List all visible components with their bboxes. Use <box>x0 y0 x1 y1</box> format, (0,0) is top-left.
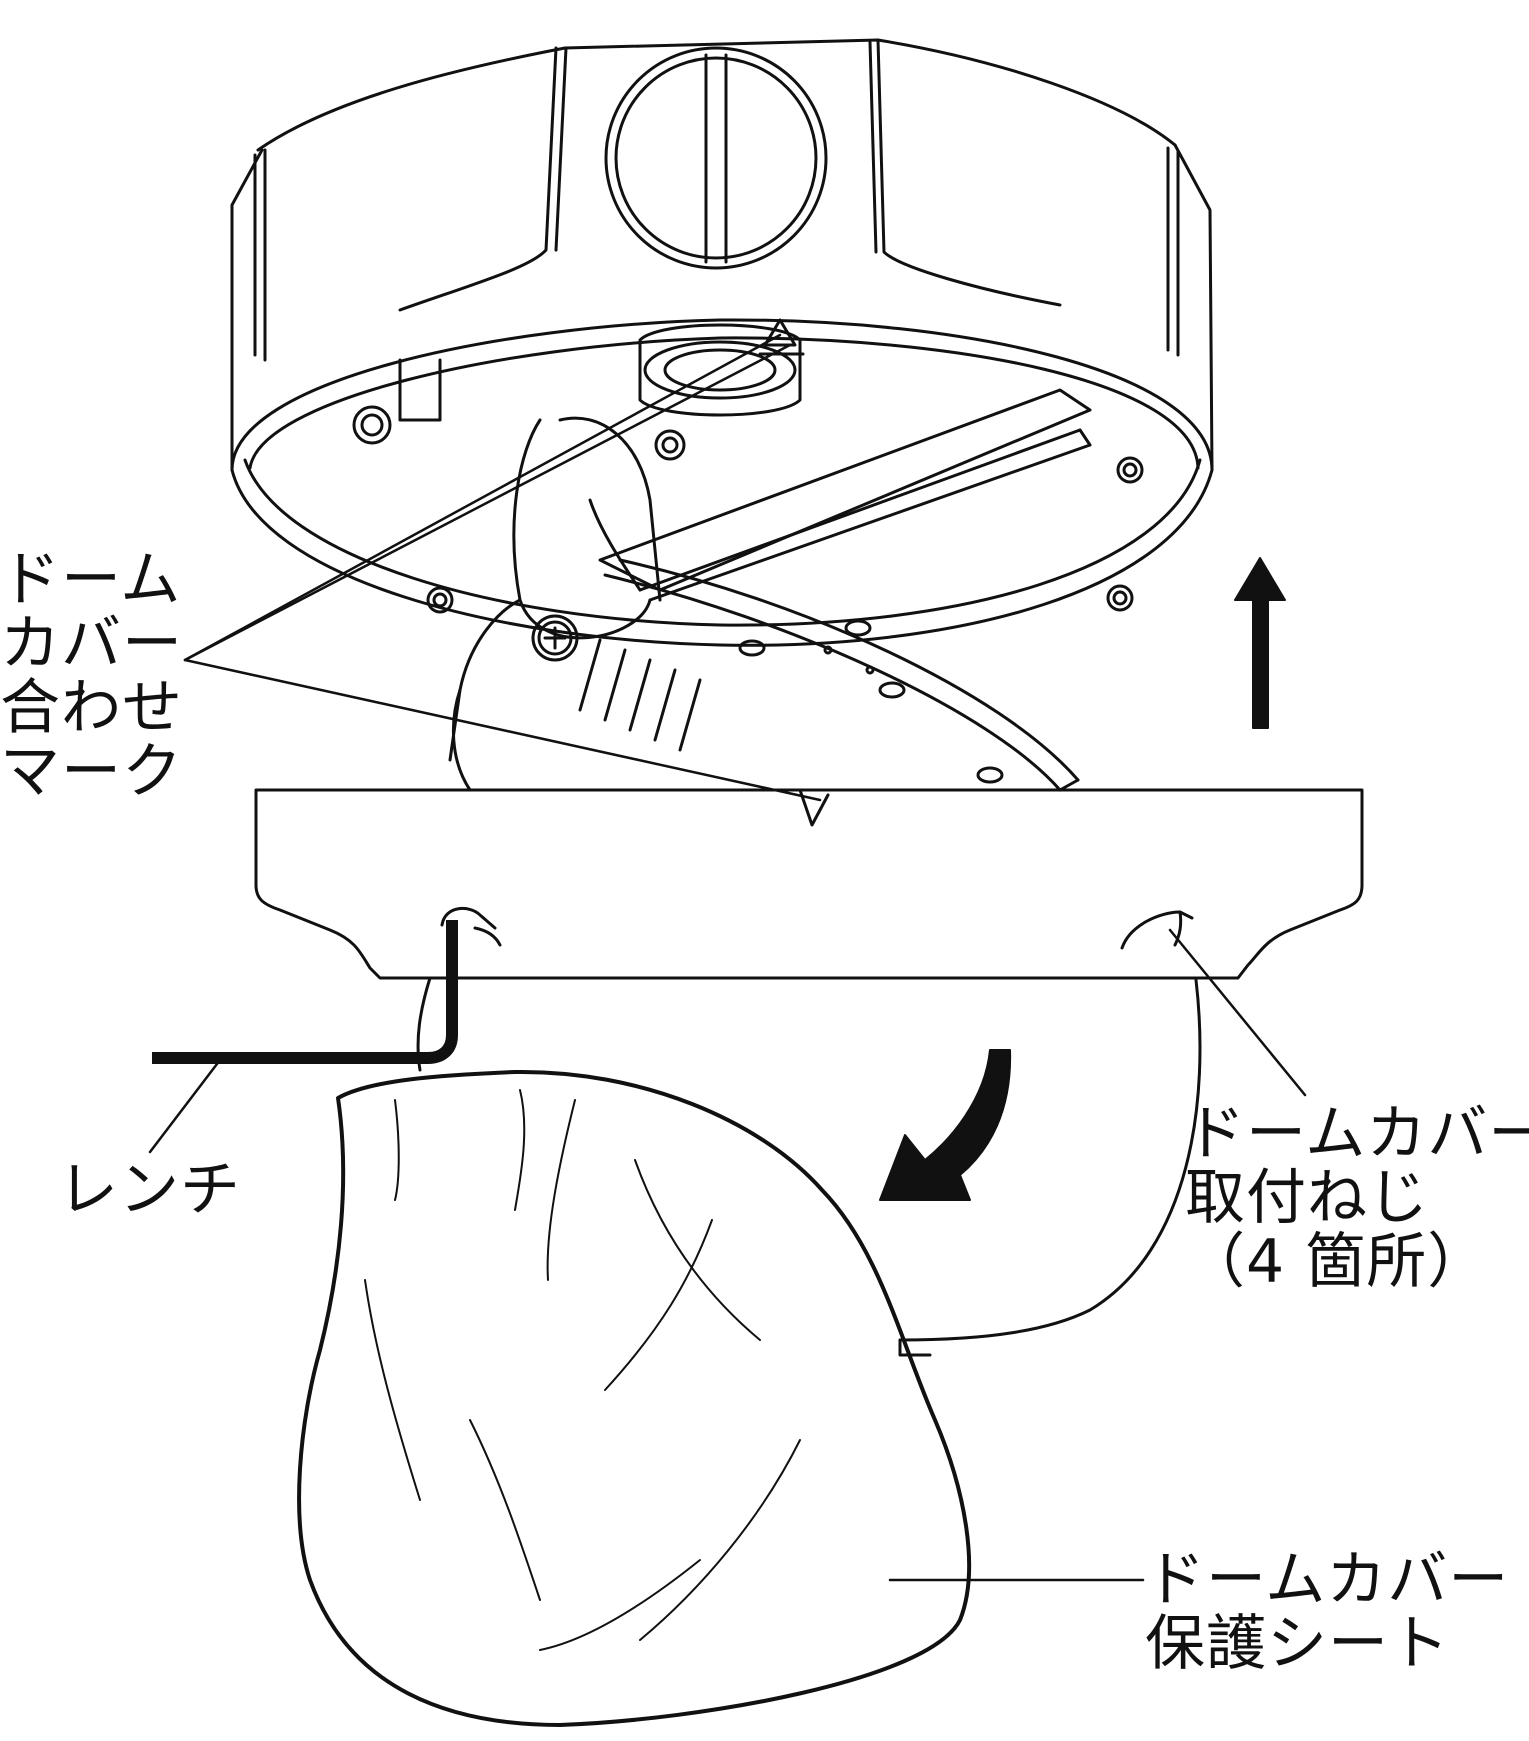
label-line: 合わせ <box>0 673 183 743</box>
label-line: カバー <box>0 609 183 679</box>
camera-body <box>448 388 1092 792</box>
label-wrench: レンチ <box>58 1158 241 1222</box>
rotate-arrow-icon <box>879 1049 1012 1201</box>
label-line: マーク <box>0 737 183 807</box>
label-protection-sheet: ドームカバー 保護シート <box>1145 1548 1509 1676</box>
label-line: ドーム <box>0 545 182 615</box>
label-line: 取付ねじ <box>1185 1163 1429 1233</box>
label-line: 保護シート <box>1145 1609 1450 1679</box>
hex-wrench <box>152 920 458 1064</box>
label-line: ドームカバー <box>1145 1545 1510 1615</box>
lift-arrow-icon <box>1234 557 1286 729</box>
leader-lines <box>148 333 1307 1582</box>
dome-cover-ring <box>254 788 1364 980</box>
label-line: （4 箇所） <box>1185 1227 1489 1297</box>
label-line: レンチ <box>58 1155 241 1225</box>
label-dome-cover-alignment-mark: ドーム カバー 合わせ マーク <box>0 548 183 804</box>
label-dome-cover-screws: ドームカバー 取付ねじ （4 箇所） <box>1185 1102 1529 1294</box>
mount-housing <box>230 38 1214 647</box>
label-line: ドームカバー <box>1185 1099 1529 1169</box>
protection-sheet <box>297 1069 972 1727</box>
dome-shell <box>416 976 1202 1357</box>
